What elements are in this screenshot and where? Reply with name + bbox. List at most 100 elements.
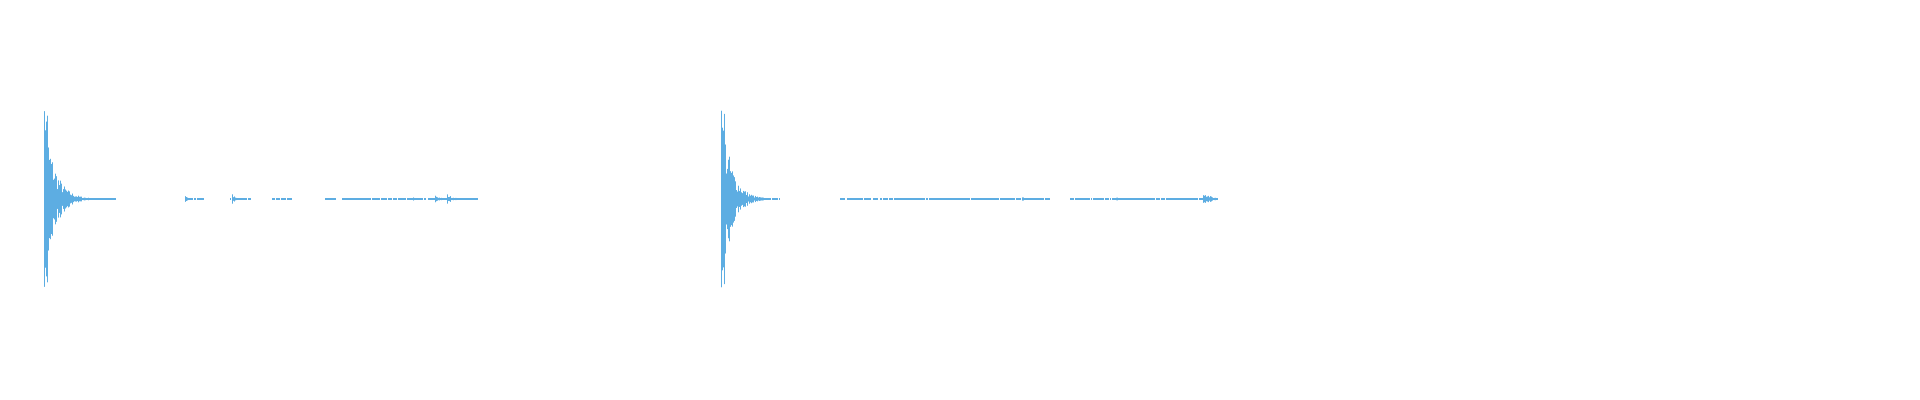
waveform-sample <box>447 194 448 204</box>
waveform-sample <box>1003 198 1004 200</box>
waveform-sample <box>1190 198 1191 200</box>
waveform-sample <box>51 163 52 235</box>
waveform-sample <box>1014 198 1015 200</box>
waveform-sample <box>1212 197 1213 201</box>
waveform-sample <box>990 198 991 200</box>
waveform-sample <box>44 111 45 287</box>
waveform-sample <box>1174 198 1175 200</box>
waveform-sample <box>940 198 941 200</box>
waveform-sample <box>732 171 733 227</box>
waveform-sample <box>272 198 273 200</box>
waveform-sample <box>374 198 375 200</box>
waveform-sample <box>383 198 384 200</box>
waveform-sample <box>994 198 995 200</box>
waveform-sample <box>1110 198 1111 200</box>
waveform-sample <box>773 198 774 200</box>
waveform-sample <box>1170 198 1171 200</box>
waveform-sample <box>1161 198 1162 200</box>
waveform-sample <box>1189 198 1190 200</box>
waveform-sample <box>449 196 450 202</box>
waveform-sample <box>402 198 403 200</box>
waveform-sample <box>905 198 906 200</box>
waveform-sample <box>417 198 418 200</box>
waveform-sample <box>936 198 937 200</box>
waveform-sample <box>1042 198 1043 200</box>
waveform-sample <box>1048 198 1049 200</box>
waveform-sample <box>1159 198 1160 200</box>
waveform-sample <box>972 198 973 200</box>
waveform-sample <box>900 198 901 200</box>
waveform-sample <box>440 198 441 200</box>
waveform-sample <box>385 198 386 200</box>
waveform-sample <box>993 198 994 200</box>
waveform-sample <box>288 198 289 200</box>
waveform-sample <box>943 198 944 200</box>
waveform-sample <box>476 198 477 200</box>
waveform-sample <box>1204 195 1205 203</box>
waveform-sample <box>453 197 454 201</box>
waveform-sample <box>946 198 947 200</box>
waveform-sample <box>53 179 54 219</box>
waveform-sample <box>1194 198 1195 200</box>
waveform-sample <box>995 198 996 200</box>
waveform-sample <box>885 198 886 200</box>
waveform-sample <box>756 197 757 201</box>
waveform-sample <box>858 198 859 200</box>
waveform-sample <box>59 185 60 213</box>
waveform-sample <box>331 198 332 200</box>
waveform-sample <box>850 198 851 200</box>
waveform-sample <box>379 198 380 200</box>
waveform-sample <box>746 194 747 204</box>
waveform-sample <box>745 191 746 207</box>
waveform-sample <box>467 198 468 200</box>
waveform-sample <box>955 198 956 200</box>
waveform-sample <box>404 198 405 200</box>
waveform-sample <box>95 198 96 200</box>
waveform-sample <box>360 198 361 200</box>
waveform-sample <box>58 180 59 218</box>
waveform-sample <box>1102 198 1103 200</box>
waveform-sample <box>71 195 72 203</box>
waveform-sample <box>289 198 290 200</box>
waveform-sample <box>1209 197 1210 201</box>
waveform-sample <box>916 198 917 200</box>
waveform-sample <box>194 198 195 200</box>
waveform-sample <box>203 198 204 200</box>
waveform-sample <box>1081 198 1082 200</box>
waveform-sample <box>1185 198 1186 200</box>
waveform-sample <box>980 198 981 200</box>
waveform-sample <box>725 144 726 254</box>
waveform-sample <box>1000 198 1001 200</box>
waveform-sample <box>410 198 411 200</box>
waveform-sample <box>979 198 980 200</box>
waveform-sample <box>842 198 843 200</box>
waveform-sample <box>920 198 921 200</box>
waveform-sample <box>470 198 471 200</box>
waveform-sample <box>1019 198 1020 200</box>
waveform-sample <box>81 196 82 202</box>
waveform-sample <box>60 180 61 218</box>
waveform-sample <box>428 198 429 200</box>
waveform-sample <box>867 198 868 200</box>
waveform-sample <box>765 198 766 200</box>
waveform-sample <box>753 195 754 203</box>
waveform-sample <box>415 198 416 200</box>
waveform-sample <box>382 198 383 200</box>
waveform-sample <box>768 198 769 200</box>
waveform-sample <box>915 198 916 200</box>
waveform-sample <box>1049 198 1050 200</box>
waveform-sample <box>1202 198 1203 200</box>
waveform-sample <box>1133 198 1134 200</box>
waveform-sample <box>1101 198 1102 200</box>
waveform-sample <box>232 194 233 204</box>
waveform-sample <box>1095 198 1096 200</box>
waveform-sample <box>1188 198 1189 200</box>
waveform-sample <box>195 198 196 200</box>
waveform-samples <box>44 110 1218 288</box>
waveform-sample <box>188 197 189 201</box>
waveform-sample <box>185 196 186 202</box>
waveform-sample <box>1210 196 1211 202</box>
waveform-sample <box>1200 198 1201 200</box>
waveform-sample <box>952 198 953 200</box>
